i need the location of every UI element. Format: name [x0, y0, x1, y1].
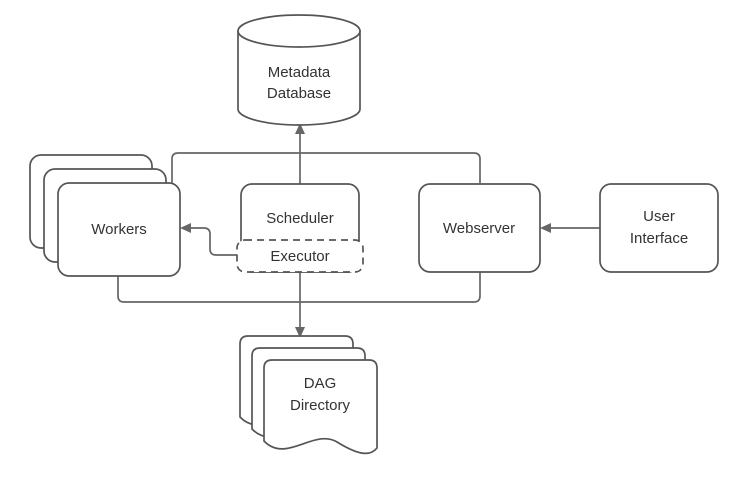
workers-stack-front	[57, 182, 181, 277]
cylinder-body	[237, 30, 361, 126]
node-user-interface[interactable]: User Interface	[599, 183, 719, 273]
executor-label: Executor	[270, 248, 329, 265]
arrowhead-dag-directory	[295, 327, 305, 338]
scheduler-label: Scheduler	[266, 210, 334, 227]
webserver-label: Webserver	[443, 220, 515, 237]
metadata-database-label-line2: Database	[267, 85, 331, 102]
dag-directory-stack-front	[263, 359, 378, 455]
cylinder-top	[237, 14, 361, 48]
edge-top-bus	[171, 152, 481, 183]
edge-bottom-bus	[117, 272, 481, 303]
node-dag-directory[interactable]: DAG Directory	[239, 335, 378, 455]
user-interface-label-line1: User	[643, 208, 675, 225]
webserver-box	[418, 183, 541, 273]
dag-directory-label-line2: Directory	[290, 397, 351, 414]
metadata-database-label-line1: Metadata	[268, 64, 331, 81]
node-workers[interactable]: Workers	[29, 154, 181, 277]
connector-layer	[117, 123, 600, 338]
node-metadata-database[interactable]: Metadata Database	[237, 14, 361, 126]
node-webserver[interactable]: Webserver	[418, 183, 541, 273]
user-interface-box	[599, 183, 719, 273]
user-interface-label-line2: Interface	[630, 230, 688, 247]
arrowhead-metadata-database	[295, 123, 305, 134]
workers-label: Workers	[91, 221, 147, 238]
node-executor[interactable]: Executor	[236, 239, 364, 273]
arrowhead-webserver	[540, 223, 551, 233]
executor-box	[236, 239, 364, 273]
arrowhead-workers	[180, 223, 191, 233]
dag-directory-label-line1: DAG	[304, 375, 337, 392]
edge-executor-to-workers	[190, 227, 237, 256]
